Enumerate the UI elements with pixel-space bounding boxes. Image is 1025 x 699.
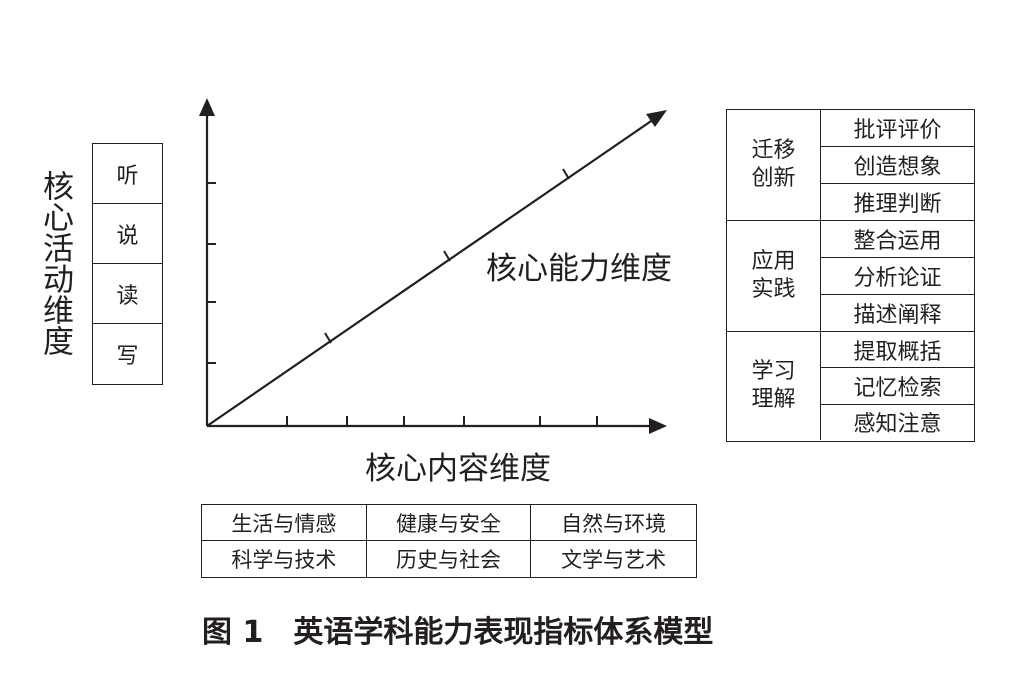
- figure-title: 英语学科能力表现指标体系模型: [293, 615, 714, 650]
- content-item: 文学与艺术: [561, 548, 667, 572]
- ability-level-name: 学习理解: [727, 332, 821, 440]
- activity-item: 听: [93, 144, 162, 204]
- diagonal-axis-tick: [562, 168, 570, 180]
- diagonal-axis-tick: [443, 250, 451, 262]
- ability-item: 批评评价: [821, 110, 974, 147]
- diagonal-axis-tick: [324, 332, 332, 344]
- ability-item: 提取概括: [821, 332, 974, 369]
- activity-box: 听 说 读 写: [92, 143, 163, 385]
- ability-item: 创造想象: [821, 147, 974, 184]
- ability-table: 迁移创新 批评评价 创造想象 推理判断 应用实践 整合运用 分析论证 描述阐释 …: [726, 109, 975, 442]
- figure-number: 图 1: [202, 615, 264, 650]
- ability-item: 描述阐释: [853, 303, 942, 328]
- activity-dimension-label: 核心活动维度: [37, 170, 73, 356]
- ability-level-name: 迁移创新: [727, 110, 821, 220]
- diagonal-axis: [206, 116, 658, 427]
- ability-level-name: 应用实践: [727, 221, 821, 331]
- ability-level: 应用实践 整合运用 分析论证 描述阐释: [727, 221, 974, 332]
- ability-level: 迁移创新 批评评价 创造想象 推理判断: [727, 110, 974, 221]
- ability-item: 整合运用: [821, 221, 974, 258]
- ability-item: 分析论证: [821, 258, 974, 295]
- diagonal-axis-arrow: [646, 110, 667, 127]
- content-item: 科学与技术: [202, 541, 367, 577]
- ability-dimension-label: 核心能力维度: [486, 251, 672, 287]
- content-item: 健康与安全: [366, 505, 532, 541]
- figure-caption: 图 1 英语学科能力表现指标体系模型: [202, 607, 713, 651]
- ability-level: 学习理解 提取概括 记忆检索 感知注意: [727, 332, 974, 440]
- ability-item: 记忆检索: [821, 368, 974, 405]
- vertical-axis-arrow: [199, 98, 215, 116]
- content-item: 生活与情感: [202, 505, 367, 541]
- horizontal-axis-arrow: [649, 418, 667, 434]
- ability-item: 感知注意: [853, 412, 942, 438]
- content-dimension-label: 核心内容维度: [365, 451, 551, 487]
- content-item: 历史与社会: [367, 541, 532, 577]
- content-table: 生活与情感 健康与安全 自然与环境 科学与技术 历史与社会 文学与艺术: [201, 504, 697, 578]
- activity-item: 说: [93, 204, 162, 264]
- ability-item: 推理判断: [853, 192, 942, 217]
- activity-item: 读: [93, 264, 162, 324]
- activity-item: 写: [116, 344, 139, 369]
- content-item: 自然与环境: [531, 505, 696, 541]
